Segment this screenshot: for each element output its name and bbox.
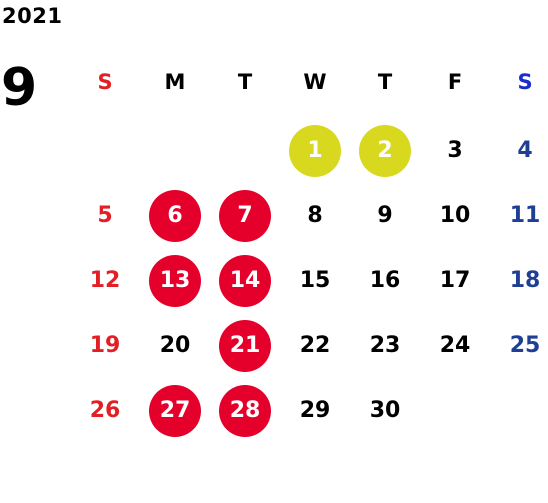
day-number: 26 — [89, 398, 121, 423]
day-number: 8 — [307, 203, 323, 228]
day-number: 29 — [299, 398, 331, 423]
day-number: 25 — [509, 333, 541, 358]
calendar-day-cell[interactable]: 6 — [140, 183, 210, 248]
calendar-day-cell[interactable]: 23 — [350, 313, 420, 378]
calendar-day-cell[interactable]: 19 — [70, 313, 140, 378]
special-day-marker: 2 — [359, 124, 411, 177]
day-number: 18 — [509, 268, 541, 293]
calendar-day-cell[interactable]: 3 — [420, 118, 490, 183]
holiday-day-marker: 6 — [149, 189, 201, 242]
weekday-label: W — [303, 70, 327, 94]
day-number: 12 — [89, 268, 121, 293]
day-number: 19 — [89, 333, 121, 358]
holiday-day-marker: 7 — [219, 189, 271, 242]
calendar-day-cell[interactable]: 20 — [140, 313, 210, 378]
calendar-day-cell[interactable]: 9 — [350, 183, 420, 248]
calendar-day-cell[interactable]: 17 — [420, 248, 490, 313]
holiday-day-marker: 21 — [219, 319, 271, 372]
calendar-day-cell[interactable]: 7 — [210, 183, 280, 248]
calendar-day-cell[interactable]: 13 — [140, 248, 210, 313]
day-number: 15 — [299, 268, 331, 293]
calendar-day-cell[interactable]: 26 — [70, 378, 140, 443]
calendar-month-number: 9 — [1, 58, 38, 118]
day-number: 3 — [447, 138, 463, 163]
weekday-label: T — [237, 70, 253, 94]
calendar-day-cell[interactable]: 10 — [420, 183, 490, 248]
calendar-day-cell[interactable]: 27 — [140, 378, 210, 443]
holiday-day-marker: 27 — [149, 384, 201, 437]
day-number: 22 — [299, 333, 331, 358]
weekday-label: S — [97, 70, 113, 94]
calendar-day-cell[interactable]: 16 — [350, 248, 420, 313]
day-number: 5 — [97, 203, 113, 228]
calendar-day-cell[interactable]: 21 — [210, 313, 280, 378]
day-number: 17 — [439, 268, 471, 293]
calendar-day-cell[interactable]: 25 — [490, 313, 548, 378]
calendar-day-cell[interactable]: 2 — [350, 118, 420, 183]
weekday-label: S — [517, 70, 533, 94]
calendar-day-cell[interactable]: 4 — [490, 118, 548, 183]
calendar-day-cell[interactable]: 22 — [280, 313, 350, 378]
calendar-day-cell[interactable]: 12 — [70, 248, 140, 313]
holiday-day-marker: 28 — [219, 384, 271, 437]
day-number: 16 — [369, 268, 401, 293]
holiday-day-marker: 14 — [219, 254, 271, 307]
calendar-day-cell[interactable]: 11 — [490, 183, 548, 248]
day-number: 30 — [369, 398, 401, 423]
calendar-day-cell[interactable]: 18 — [490, 248, 548, 313]
calendar-day-cell[interactable]: 30 — [350, 378, 420, 443]
calendar-day-cell[interactable]: 29 — [280, 378, 350, 443]
calendar-day-cell[interactable]: 8 — [280, 183, 350, 248]
calendar-day-cell[interactable]: 28 — [210, 378, 280, 443]
weekday-label: M — [164, 70, 186, 94]
calendar-day-cell[interactable]: 5 — [70, 183, 140, 248]
day-number: 9 — [377, 203, 393, 228]
day-number: 20 — [159, 333, 191, 358]
day-number: 11 — [509, 203, 541, 228]
weekday-label: F — [447, 70, 463, 94]
calendar-year: 2021 — [2, 4, 63, 28]
holiday-day-marker: 13 — [149, 254, 201, 307]
weekday-label: T — [377, 70, 393, 94]
calendar-day-cell[interactable]: 14 — [210, 248, 280, 313]
day-number: 10 — [439, 203, 471, 228]
calendar-day-cell[interactable]: 15 — [280, 248, 350, 313]
day-number: 23 — [369, 333, 401, 358]
calendar-day-cell[interactable]: 1 — [280, 118, 350, 183]
day-number: 24 — [439, 333, 471, 358]
calendar-day-cell[interactable]: 24 — [420, 313, 490, 378]
special-day-marker: 1 — [289, 124, 341, 177]
day-number: 4 — [517, 138, 533, 163]
